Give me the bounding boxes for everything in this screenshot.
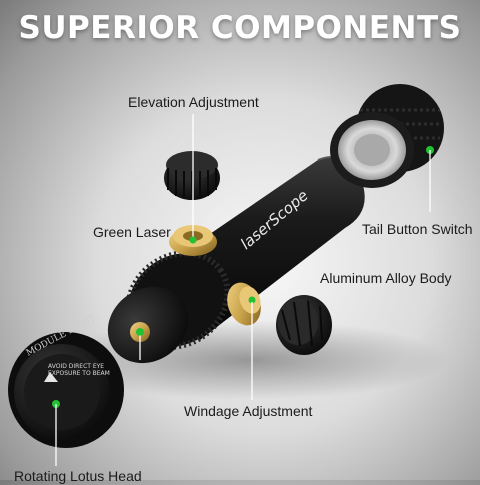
warning-line-1: AVOID DIRECT EYE — [48, 363, 104, 370]
callout-leader-lines — [55, 114, 431, 466]
green-laser-dot — [136, 328, 144, 336]
elevation-cap — [164, 151, 220, 200]
label-body: Aluminum Alloy Body — [320, 270, 452, 286]
elevation-dot — [189, 236, 197, 244]
label-elevation: Elevation Adjustment — [128, 94, 259, 110]
windage-cap — [276, 295, 332, 355]
warning-line-2: EXPOSURE TO BEAM — [48, 370, 110, 377]
label-head: Rotating Lotus Head — [14, 468, 142, 484]
label-tail-switch: Tail Button Switch — [362, 221, 473, 237]
lotus-head-cap — [8, 332, 124, 448]
tail-cap — [330, 84, 444, 188]
label-windage: Windage Adjustment — [184, 403, 313, 419]
laser-warning-icon — [44, 372, 58, 382]
page-headline: SUPERIOR COMPONENTS — [18, 10, 462, 46]
label-green-laser: Green Laser — [93, 224, 171, 240]
